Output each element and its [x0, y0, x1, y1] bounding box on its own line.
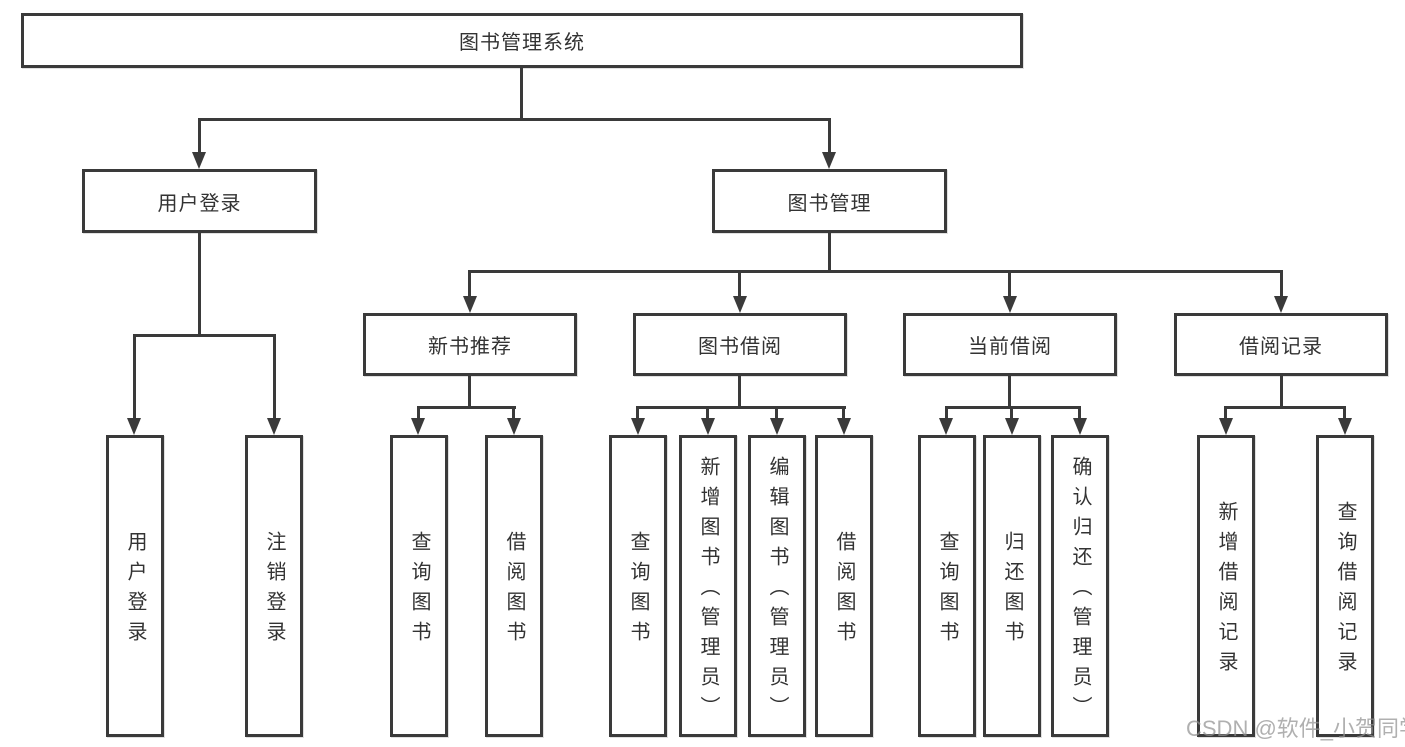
- connector-arrow-icon: [507, 418, 521, 435]
- node-borrow-records-label: 借阅记录: [1239, 336, 1323, 358]
- connector-line: [1008, 376, 1011, 408]
- leaf-query-borrow-record-label: 查询借阅记录: [1334, 501, 1356, 681]
- connector-line: [1343, 406, 1346, 419]
- connector-line: [198, 118, 831, 121]
- connector-line: [945, 406, 1081, 409]
- leaf-borrow-books-1: 借阅图书: [485, 435, 543, 737]
- connector-line: [198, 233, 201, 335]
- leaf-query-borrow-record: 查询借阅记录: [1316, 435, 1374, 737]
- leaf-return-books-label: 归还图书: [1001, 531, 1023, 651]
- connector-line: [636, 406, 639, 419]
- leaf-borrow-books-2: 借阅图书: [815, 435, 873, 737]
- leaf-query-books-1: 查询图书: [390, 435, 448, 737]
- connector-line: [636, 406, 846, 409]
- connector-arrow-icon: [1005, 418, 1019, 435]
- leaf-logout: 注销登录: [245, 435, 303, 737]
- connector-arrow-icon: [127, 418, 141, 435]
- leaf-return-books: 归还图书: [983, 435, 1041, 737]
- leaf-add-books-admin: 新增图书（管理员）: [679, 435, 737, 737]
- connector-line: [417, 406, 516, 409]
- node-borrow-records: 借阅记录: [1174, 313, 1388, 376]
- node-root-label: 图书管理系统: [459, 32, 585, 54]
- leaf-borrow-books-1-label: 借阅图书: [503, 531, 525, 651]
- leaf-query-books-2-label: 查询图书: [627, 531, 649, 651]
- leaf-query-books-3-label: 查询图书: [936, 531, 958, 651]
- leaf-user-login: 用户登录: [106, 435, 164, 737]
- connector-arrow-icon: [463, 296, 477, 313]
- node-root: 图书管理系统: [21, 13, 1023, 68]
- connector-line: [738, 376, 741, 408]
- connector-line: [520, 68, 523, 119]
- connector-arrow-icon: [267, 418, 281, 435]
- connector-line: [198, 118, 201, 153]
- connector-arrow-icon: [733, 296, 747, 313]
- connector-line: [1008, 270, 1011, 298]
- connector-line: [1224, 406, 1227, 419]
- connector-line: [828, 118, 831, 153]
- connector-arrow-icon: [1073, 418, 1087, 435]
- leaf-edit-books-admin: 编辑图书（管理员）: [748, 435, 806, 737]
- connector-arrow-icon: [1219, 418, 1233, 435]
- connector-line: [842, 406, 845, 419]
- connector-line: [1280, 270, 1283, 298]
- leaf-add-borrow-record: 新增借阅记录: [1197, 435, 1255, 737]
- leaf-edit-books-admin-label: 编辑图书（管理员）: [766, 456, 788, 726]
- leaf-borrow-books-2-label: 借阅图书: [833, 531, 855, 651]
- leaf-query-books-2: 查询图书: [609, 435, 667, 737]
- connector-arrow-icon: [939, 418, 953, 435]
- connector-line: [828, 233, 831, 271]
- connector-line: [273, 334, 276, 419]
- connector-line: [417, 406, 420, 419]
- connector-arrow-icon: [822, 152, 836, 169]
- node-book-management: 图书管理: [712, 169, 947, 233]
- leaf-user-login-label: 用户登录: [124, 531, 146, 651]
- connector-line: [1280, 376, 1283, 408]
- connector-arrow-icon: [1003, 296, 1017, 313]
- connector-line: [1010, 406, 1013, 419]
- node-current-borrow-label: 当前借阅: [968, 336, 1052, 358]
- connector-line: [468, 270, 471, 298]
- connector-line: [945, 406, 948, 419]
- leaf-confirm-return-admin-label: 确认归还（管理员）: [1069, 456, 1091, 726]
- node-book-borrow: 图书借阅: [633, 313, 847, 376]
- connector-line: [706, 406, 709, 419]
- connector-line: [1078, 406, 1081, 419]
- node-user-login: 用户登录: [82, 169, 317, 233]
- connector-arrow-icon: [411, 418, 425, 435]
- connector-arrow-icon: [770, 418, 784, 435]
- connector-line: [512, 406, 515, 419]
- connector-line: [133, 334, 276, 337]
- connector-line: [133, 334, 136, 419]
- node-new-book-recommend: 新书推荐: [363, 313, 577, 376]
- csdn-watermark: CSDN @软件_小贺同学: [1186, 716, 1405, 741]
- connector-line: [468, 270, 1282, 273]
- leaf-logout-label: 注销登录: [263, 531, 285, 651]
- connector-line: [1224, 406, 1346, 409]
- connector-line: [468, 376, 471, 408]
- node-user-login-label: 用户登录: [157, 192, 242, 215]
- connector-line: [738, 270, 741, 298]
- connector-arrow-icon: [192, 152, 206, 169]
- leaf-query-books-3: 查询图书: [918, 435, 976, 737]
- node-book-management-label: 图书管理: [787, 192, 872, 215]
- leaf-add-books-admin-label: 新增图书（管理员）: [697, 456, 719, 726]
- node-current-borrow: 当前借阅: [903, 313, 1117, 376]
- connector-arrow-icon: [1338, 418, 1352, 435]
- node-new-book-recommend-label: 新书推荐: [428, 336, 512, 358]
- leaf-add-borrow-record-label: 新增借阅记录: [1215, 501, 1237, 681]
- leaf-confirm-return-admin: 确认归还（管理员）: [1051, 435, 1109, 737]
- leaf-query-books-1-label: 查询图书: [408, 531, 430, 651]
- connector-arrow-icon: [701, 418, 715, 435]
- connector-arrow-icon: [631, 418, 645, 435]
- connector-line: [775, 406, 778, 419]
- connector-arrow-icon: [837, 418, 851, 435]
- node-book-borrow-label: 图书借阅: [698, 336, 782, 358]
- connector-arrow-icon: [1274, 296, 1288, 313]
